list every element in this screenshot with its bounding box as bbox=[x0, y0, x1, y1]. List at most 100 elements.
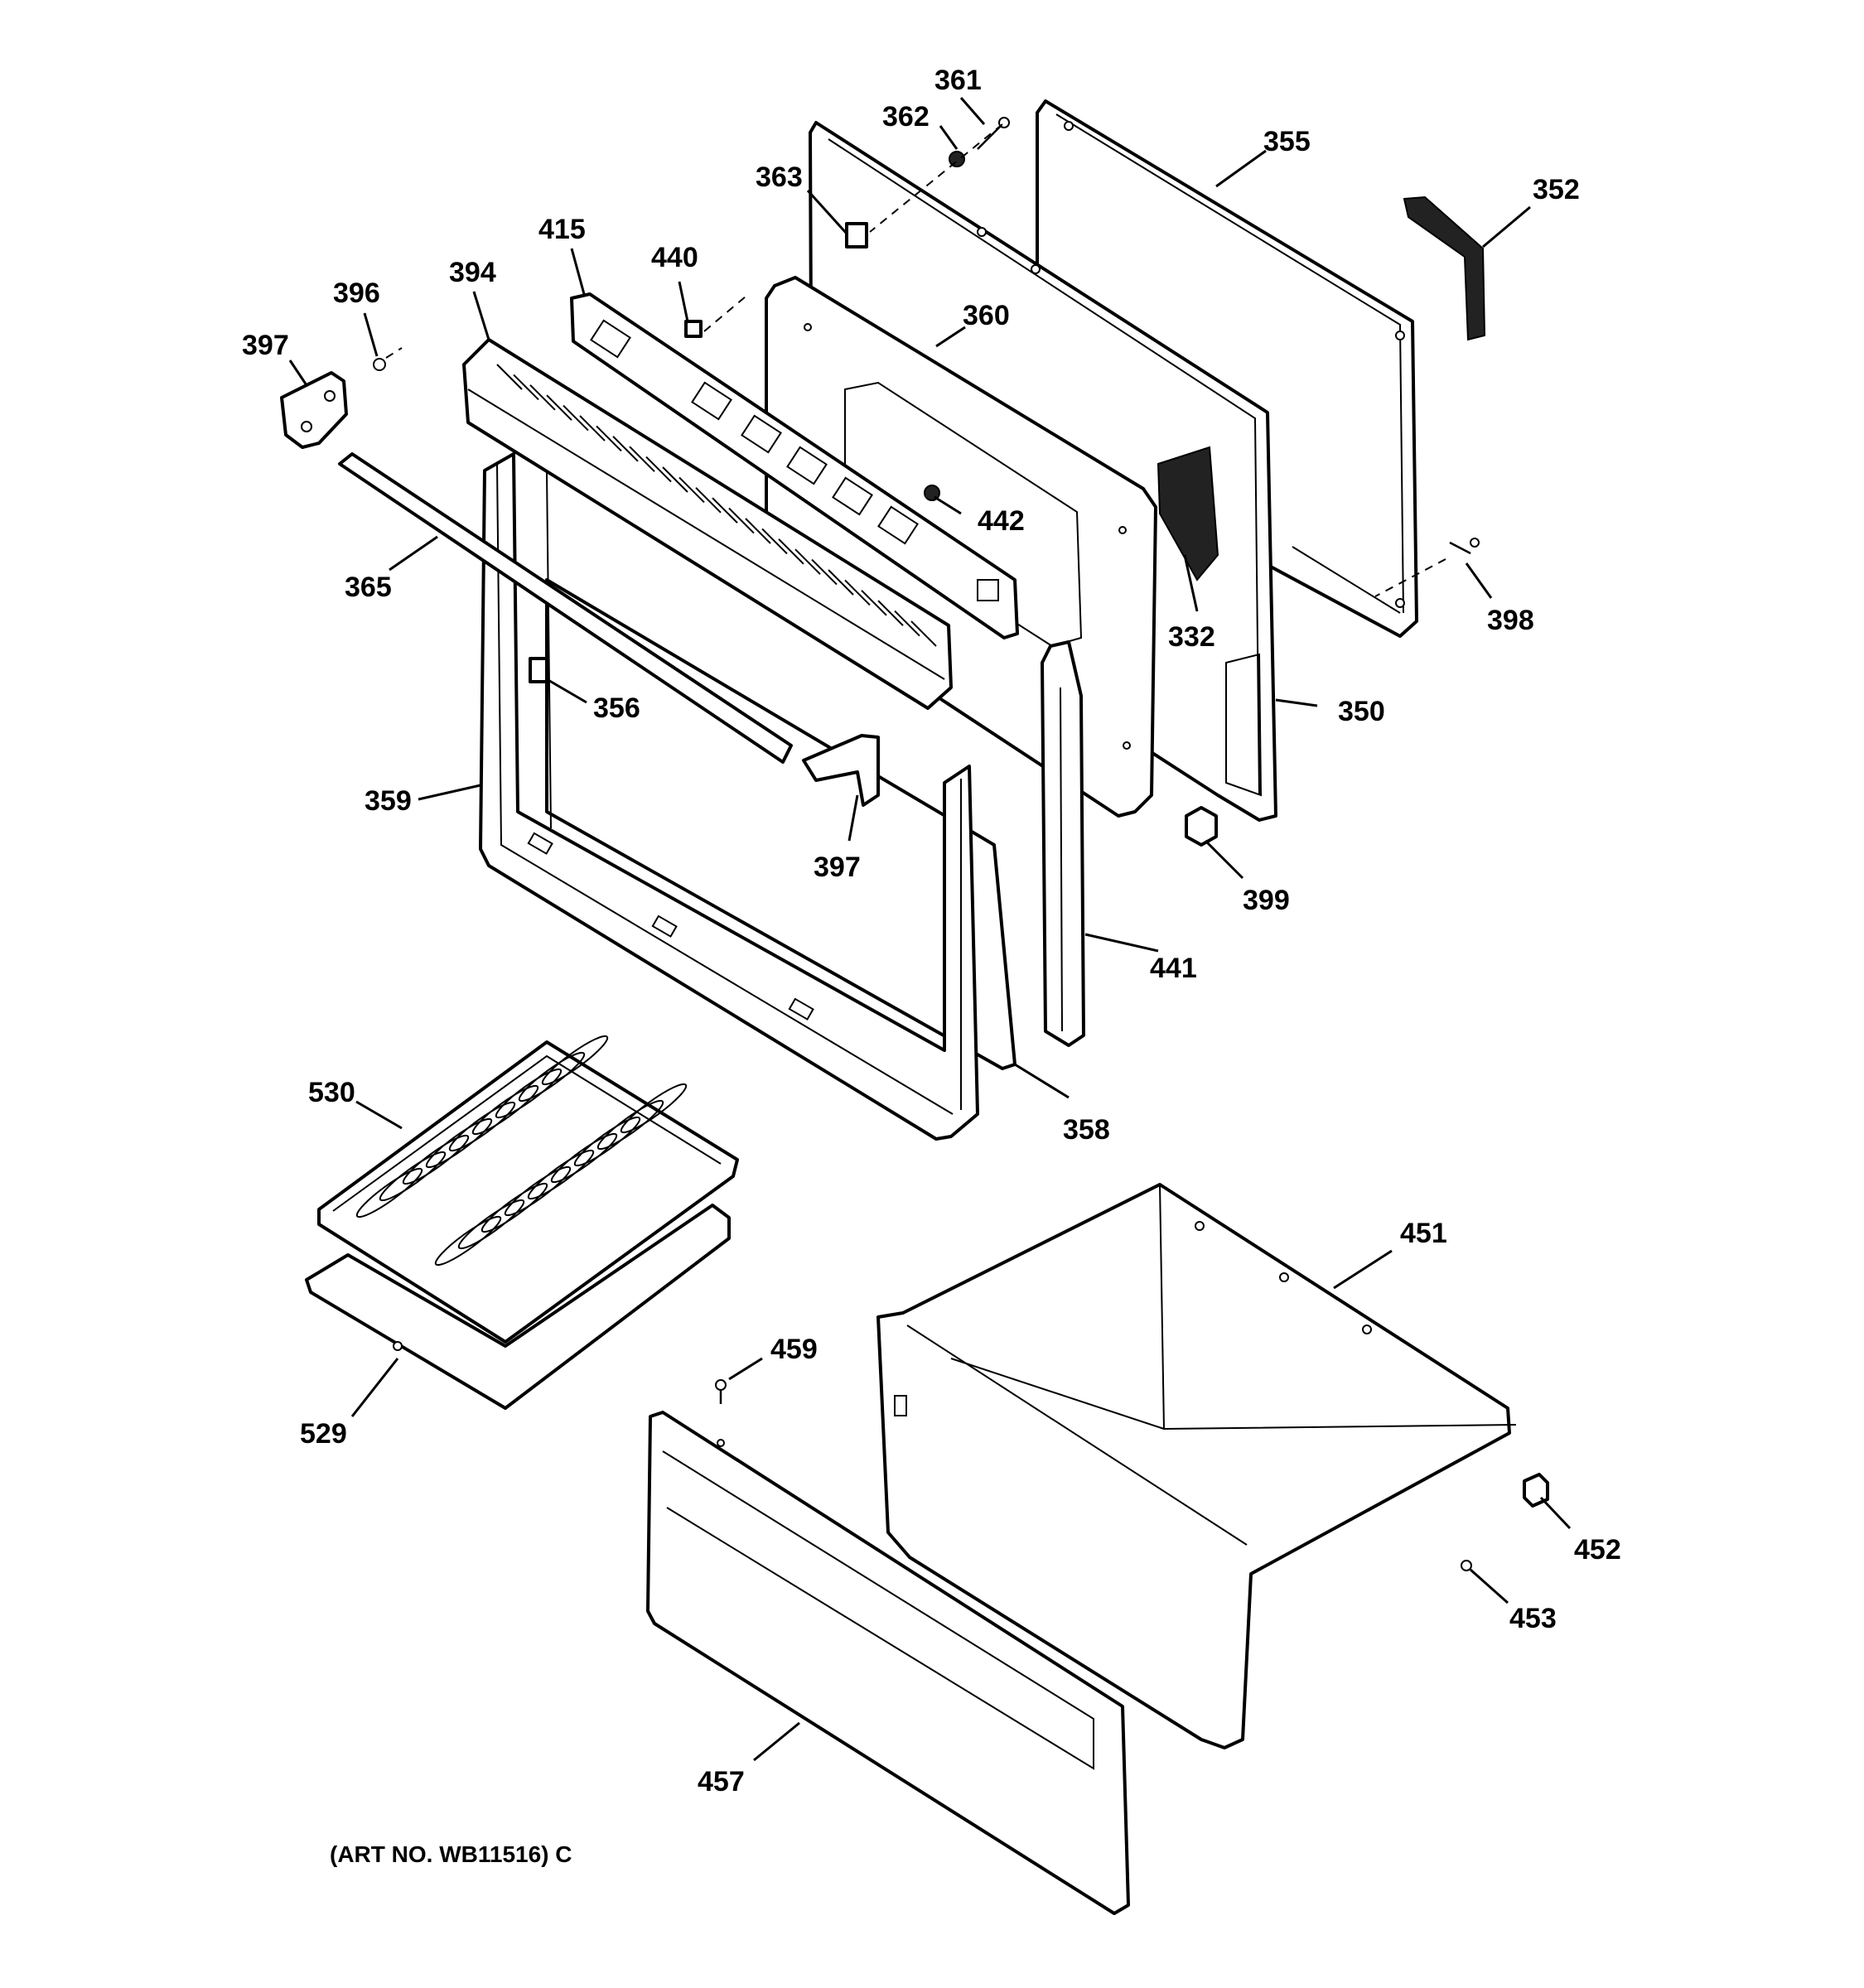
callout-452: 452 bbox=[1574, 1534, 1621, 1566]
grid-slot bbox=[471, 1084, 539, 1136]
callout-398: 398 bbox=[1487, 605, 1534, 636]
grid-slot bbox=[573, 1116, 641, 1167]
part-530-broiler-grid bbox=[317, 1035, 739, 1344]
vent-slot bbox=[877, 600, 904, 626]
part-398-screw bbox=[1374, 538, 1480, 597]
callout-labels: 361 362 355 352 363 415 440 394 396 397 … bbox=[242, 65, 1621, 1797]
vent-slot bbox=[496, 364, 523, 390]
vent-slot bbox=[563, 404, 589, 432]
vent-slot bbox=[695, 487, 722, 514]
callout-399: 399 bbox=[1243, 885, 1290, 916]
vent-slot bbox=[579, 415, 606, 442]
callout-397-upper: 397 bbox=[242, 330, 289, 361]
grid-slot bbox=[550, 1132, 618, 1184]
part-459-screw bbox=[715, 1379, 727, 1404]
grid-slot bbox=[434, 1215, 502, 1267]
grid-slot bbox=[425, 1117, 493, 1169]
vent-slot bbox=[529, 384, 556, 411]
grid-slot bbox=[480, 1182, 548, 1233]
callout-363: 363 bbox=[756, 162, 803, 193]
vent-slot bbox=[894, 610, 920, 637]
part-441-side-channel bbox=[1041, 640, 1085, 1047]
grid-slot bbox=[355, 1167, 423, 1218]
vent-slot bbox=[910, 620, 937, 647]
callout-332: 332 bbox=[1168, 621, 1215, 653]
part-529-broiler-pan bbox=[305, 1204, 731, 1410]
callout-530: 530 bbox=[308, 1077, 355, 1108]
grid-slot bbox=[495, 1068, 563, 1119]
part-359-front-frame bbox=[479, 452, 979, 1141]
callout-359: 359 bbox=[365, 785, 412, 817]
vent-slot bbox=[546, 394, 572, 421]
callout-529: 529 bbox=[300, 1418, 347, 1450]
grid-slot bbox=[596, 1099, 664, 1151]
part-415-window-panel bbox=[570, 292, 1019, 639]
grid-slot bbox=[620, 1083, 688, 1134]
vent-slot bbox=[612, 436, 639, 462]
callout-397-lower: 397 bbox=[814, 852, 861, 883]
callout-457: 457 bbox=[698, 1766, 745, 1797]
grid-slots bbox=[355, 1035, 688, 1267]
vent-slot bbox=[678, 476, 705, 504]
vent-slot bbox=[828, 569, 854, 596]
grid-slot bbox=[402, 1134, 470, 1185]
part-363-pin bbox=[845, 222, 868, 248]
part-397-hinge-bracket-upper bbox=[280, 371, 348, 449]
callout-361: 361 bbox=[934, 65, 982, 96]
vent-slot bbox=[745, 518, 771, 544]
callout-442: 442 bbox=[978, 505, 1025, 537]
art-number: (ART NO. WB11516) C bbox=[330, 1841, 572, 1867]
callout-396: 396 bbox=[333, 277, 380, 309]
part-356-clip bbox=[529, 657, 548, 683]
part-362-washer bbox=[949, 151, 965, 167]
callout-350: 350 bbox=[1338, 696, 1385, 727]
leader-lines bbox=[288, 97, 1572, 1762]
grid-slot bbox=[527, 1149, 595, 1200]
vent-slot bbox=[662, 466, 688, 493]
grid-slot bbox=[457, 1199, 525, 1250]
part-457-drawer-front bbox=[646, 1411, 1130, 1915]
callout-451: 451 bbox=[1400, 1218, 1447, 1249]
vent-slots bbox=[496, 364, 937, 647]
callout-453: 453 bbox=[1509, 1603, 1557, 1634]
vent-slot bbox=[645, 456, 672, 483]
vent-slot bbox=[761, 528, 788, 555]
callout-440: 440 bbox=[651, 242, 698, 273]
assembly-line-361 bbox=[869, 123, 1003, 233]
callout-360: 360 bbox=[963, 300, 1010, 331]
part-451-drawer-body bbox=[876, 1183, 1517, 1749]
part-440-clip bbox=[684, 296, 746, 338]
callout-365: 365 bbox=[345, 572, 392, 603]
callout-394: 394 bbox=[449, 257, 496, 288]
grid-slot bbox=[448, 1101, 516, 1152]
callout-415: 415 bbox=[538, 214, 586, 245]
part-358-door-glass bbox=[545, 578, 1017, 1070]
grid-slot bbox=[541, 1035, 609, 1086]
callout-355: 355 bbox=[1263, 126, 1311, 157]
callout-358: 358 bbox=[1063, 1114, 1110, 1146]
part-365-door-rod bbox=[338, 452, 793, 764]
callout-441: 441 bbox=[1150, 953, 1197, 984]
vent-slot bbox=[728, 507, 755, 534]
grid-slot bbox=[504, 1165, 572, 1217]
vent-slot bbox=[513, 374, 539, 401]
vent-slot bbox=[861, 590, 887, 616]
part-397-hinge-bracket-lower bbox=[802, 734, 880, 807]
part-352-handle-trim bbox=[1403, 195, 1486, 341]
vent-slot bbox=[844, 579, 871, 606]
callout-459: 459 bbox=[770, 1334, 818, 1365]
callout-352: 352 bbox=[1533, 174, 1580, 205]
vent-slot bbox=[794, 548, 821, 575]
grid-slot bbox=[379, 1151, 447, 1202]
vent-slot bbox=[596, 425, 622, 452]
part-399-block bbox=[1185, 806, 1218, 847]
vent-slot bbox=[778, 538, 804, 565]
vent-slot bbox=[811, 558, 838, 586]
part-396-screw bbox=[373, 347, 403, 371]
vent-slot bbox=[712, 497, 738, 524]
callout-362: 362 bbox=[882, 101, 930, 133]
callout-356: 356 bbox=[593, 692, 640, 724]
vent-slot bbox=[629, 446, 655, 472]
grid-slot bbox=[518, 1051, 586, 1103]
